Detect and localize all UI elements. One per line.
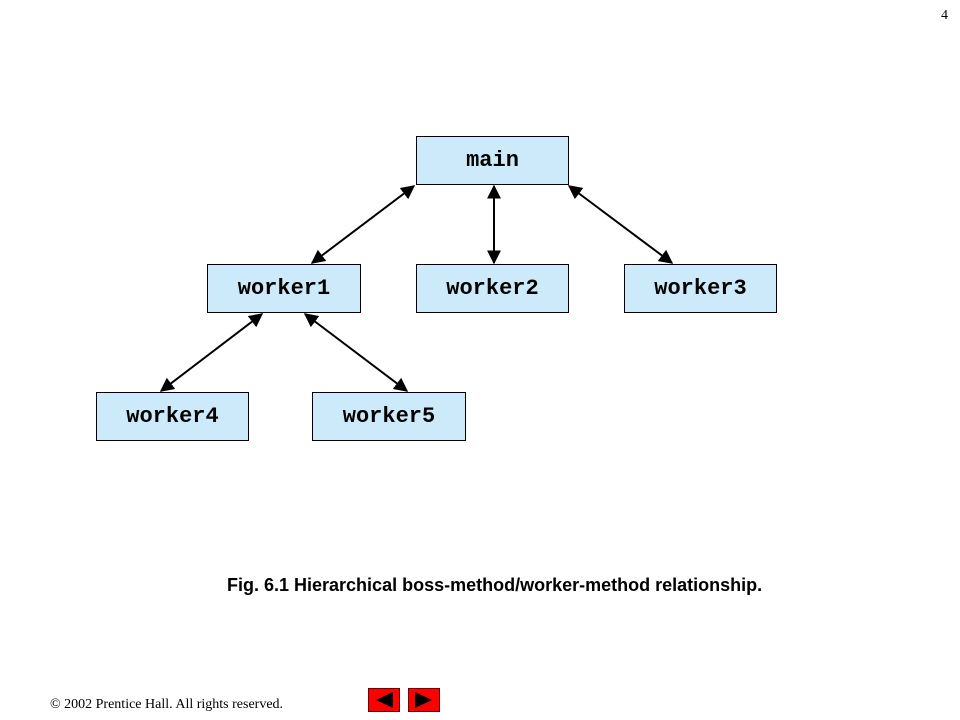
node-worker5: worker5 xyxy=(312,392,466,441)
node-worker3: worker3 xyxy=(624,264,777,313)
figure-caption: Fig. 6.1 Hierarchical boss-method/worker… xyxy=(227,575,763,595)
connector-worker1-worker4 xyxy=(159,313,264,392)
left-arrow-icon xyxy=(376,692,393,708)
previous-slide-button[interactable] xyxy=(368,688,400,712)
node-worker4: worker4 xyxy=(96,392,249,441)
connector-main-worker3 xyxy=(567,185,674,264)
next-slide-button[interactable] xyxy=(408,688,440,712)
connector-main-worker1 xyxy=(310,185,416,264)
right-arrow-icon xyxy=(415,692,432,708)
copyright-notice: © 2002 Prentice Hall. All rights reserve… xyxy=(50,697,284,712)
page-number: 4 xyxy=(941,8,948,23)
node-worker1: worker1 xyxy=(207,264,361,313)
node-worker2: worker2 xyxy=(416,264,569,313)
connector-worker1-worker5 xyxy=(303,313,409,392)
node-main: main xyxy=(416,136,569,185)
